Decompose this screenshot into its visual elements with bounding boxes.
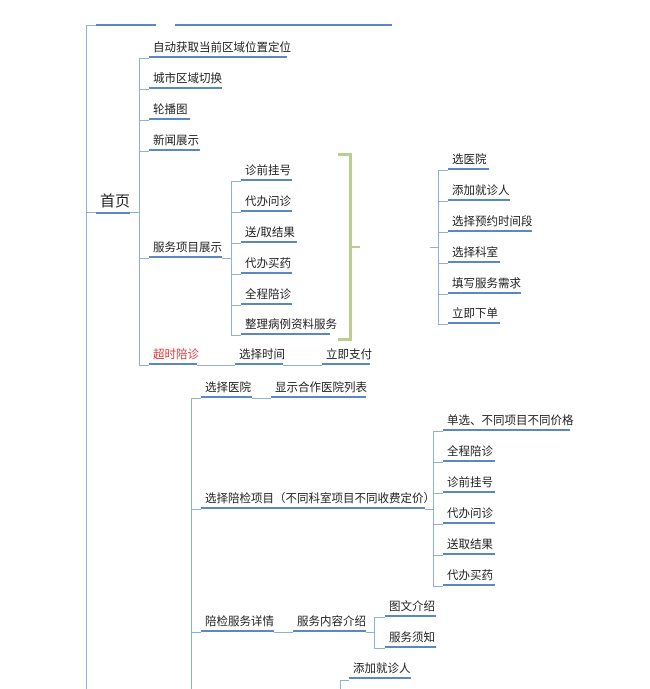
- connector: [438, 263, 448, 264]
- node-flow[interactable]: 选择科室: [448, 245, 500, 263]
- connector: [139, 151, 149, 152]
- connector: [433, 493, 443, 494]
- connector: [191, 509, 201, 510]
- node-auto-location[interactable]: 自动获取当前区域位置定位: [149, 40, 291, 58]
- connector: [130, 212, 139, 213]
- connector: [222, 258, 231, 259]
- node-home[interactable]: 首页: [96, 192, 130, 214]
- connector: [433, 555, 443, 556]
- connector: [139, 58, 149, 59]
- node-news[interactable]: 新闻展示: [149, 133, 200, 151]
- connector: [425, 509, 433, 510]
- connector: [231, 181, 241, 182]
- node-escort-item[interactable]: 单选、不同项目不同价格: [443, 413, 574, 431]
- summary-bracket: [349, 153, 352, 341]
- node-add-patient[interactable]: 添加就诊人: [349, 661, 411, 679]
- node-escort-item[interactable]: 代办买药: [443, 568, 495, 586]
- connector: [438, 232, 448, 233]
- connector: [433, 462, 443, 463]
- connector: [86, 25, 96, 26]
- node-service[interactable]: 全程陪诊: [241, 287, 292, 305]
- connector: [231, 181, 232, 335]
- node-pay-now[interactable]: 立即支付: [322, 347, 372, 365]
- trunk-connector: [86, 25, 87, 689]
- node-content-child[interactable]: 图文介绍: [385, 599, 436, 617]
- summary-bracket: [338, 153, 351, 156]
- node-flow[interactable]: 选医院: [448, 152, 489, 170]
- node-service[interactable]: 整理病例资料服务: [241, 317, 337, 335]
- node-city-switch[interactable]: 城市区域切换: [149, 71, 222, 89]
- node-escort-item[interactable]: 送取结果: [443, 537, 495, 555]
- connector: [191, 398, 192, 689]
- connector: [231, 243, 241, 244]
- top-line: [96, 24, 156, 26]
- node-services[interactable]: 服务项目展示: [149, 240, 222, 258]
- node-service[interactable]: 代办买药: [241, 256, 292, 274]
- node-escort-detail[interactable]: 陪检服务详情: [201, 614, 274, 632]
- node-service[interactable]: 代办问诊: [241, 194, 292, 212]
- connector: [191, 398, 201, 399]
- node-hospital-list[interactable]: 显示合作医院列表: [271, 380, 367, 398]
- node-carousel[interactable]: 轮播图: [149, 102, 190, 120]
- connector: [433, 431, 443, 432]
- node-service[interactable]: 送/取结果: [241, 225, 297, 243]
- node-flow[interactable]: 填写服务需求: [448, 276, 521, 294]
- connector: [139, 58, 140, 365]
- node-flow[interactable]: 选择预约时间段: [448, 214, 533, 232]
- node-escort-item[interactable]: 全程陪诊: [443, 444, 495, 462]
- node-escort-item[interactable]: 诊前挂号: [443, 475, 495, 493]
- node-content-child[interactable]: 服务须知: [385, 630, 436, 648]
- node-overtime[interactable]: 超时陪诊: [149, 347, 199, 365]
- node-content-intro[interactable]: 服务内容介绍: [293, 614, 366, 632]
- connector: [438, 170, 448, 171]
- node-flow[interactable]: 立即下单: [448, 306, 500, 324]
- connector: [139, 258, 149, 259]
- connector: [139, 365, 149, 366]
- connector: [438, 170, 439, 324]
- connector: [438, 324, 448, 325]
- connector: [139, 120, 149, 121]
- connector: [340, 680, 341, 689]
- node-select-time[interactable]: 选择时间: [235, 347, 285, 365]
- top-line: [175, 24, 392, 26]
- node-service[interactable]: 诊前挂号: [241, 163, 292, 181]
- summary-bracket: [351, 246, 360, 248]
- connector: [438, 201, 448, 202]
- connector: [191, 632, 201, 633]
- connector: [283, 365, 322, 366]
- connector: [430, 247, 438, 248]
- connector: [231, 212, 241, 213]
- connector: [231, 274, 241, 275]
- connector: [433, 586, 443, 587]
- connector: [366, 632, 374, 633]
- connector: [139, 89, 149, 90]
- node-select-hospital[interactable]: 选择医院: [201, 380, 252, 398]
- connector: [433, 524, 443, 525]
- connector: [374, 648, 385, 649]
- connector: [197, 365, 235, 366]
- node-select-item[interactable]: 选择陪检项目（不同科室项目不同收费定价）: [201, 491, 435, 509]
- connector: [374, 617, 375, 648]
- connector: [438, 294, 448, 295]
- connector: [231, 305, 241, 306]
- node-flow[interactable]: 添加就诊人: [448, 183, 510, 201]
- connector: [274, 632, 293, 633]
- connector: [252, 398, 271, 399]
- connector: [340, 680, 349, 681]
- node-escort-item[interactable]: 代办问诊: [443, 506, 495, 524]
- connector: [433, 431, 434, 586]
- connector: [374, 617, 385, 618]
- connector: [86, 212, 96, 213]
- connector: [231, 335, 241, 336]
- summary-bracket: [338, 338, 351, 341]
